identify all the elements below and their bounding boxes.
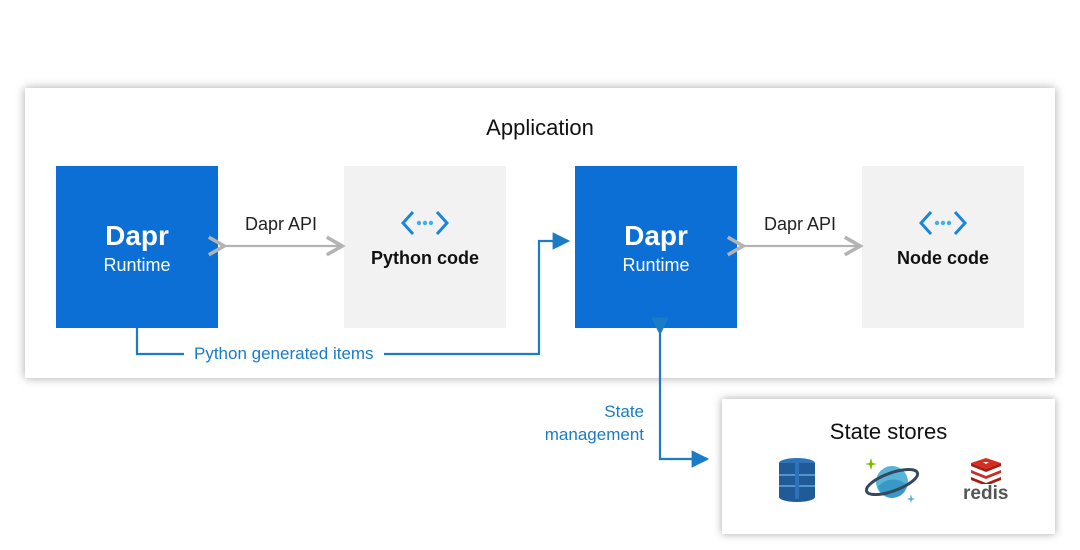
state-management-label: State management	[520, 400, 644, 446]
dapr-title: Dapr	[105, 220, 169, 251]
dapr-api-label-left: Dapr API	[244, 214, 318, 234]
redis-icon	[971, 458, 1001, 484]
dynamodb-icon	[779, 458, 815, 502]
code-brackets-icon	[401, 210, 449, 236]
dapr-title: Dapr	[624, 220, 688, 251]
cosmos-db-icon	[864, 458, 920, 503]
dapr-runtime-right: Dapr Runtime	[575, 166, 737, 328]
dapr-subtitle: Runtime	[103, 255, 171, 275]
application-title: Application	[486, 115, 594, 140]
python-generated-items-label: Python generated items	[184, 344, 384, 364]
dapr-runtime-left: Dapr Runtime	[56, 166, 218, 328]
code-brackets-icon	[919, 210, 967, 236]
redis-label: redis	[963, 483, 1009, 504]
state-label-line2: management	[544, 425, 644, 444]
state-stores-panel: State stores redis	[722, 399, 1055, 534]
node-code-box: Node code	[862, 166, 1024, 328]
dapr-api-label-right: Dapr API	[763, 214, 837, 234]
node-code-label: Node code	[896, 248, 989, 268]
python-code-label: Python code	[370, 248, 479, 268]
dapr-subtitle: Runtime	[622, 255, 690, 275]
state-label-line1: State	[604, 402, 644, 421]
state-stores-title: State stores	[829, 419, 948, 444]
python-code-box: Python code	[344, 166, 506, 328]
